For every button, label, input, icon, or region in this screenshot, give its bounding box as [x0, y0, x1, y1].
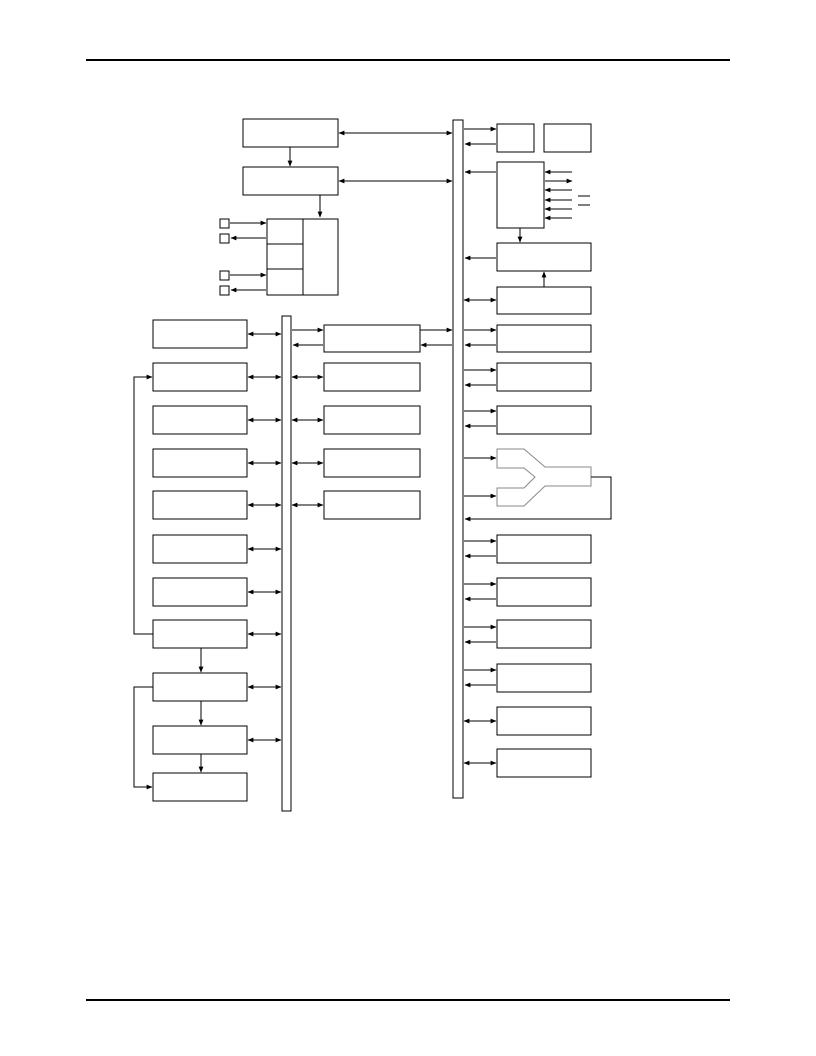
left-block	[152, 577, 248, 607]
middle-block	[323, 405, 421, 435]
left-block	[152, 772, 248, 802]
right-block	[496, 405, 592, 435]
middle-block	[323, 448, 421, 478]
right-block	[496, 362, 592, 392]
main-bus	[452, 119, 464, 799]
left-block	[152, 319, 248, 349]
right-block	[496, 663, 592, 693]
left-block	[152, 490, 248, 520]
right-block	[496, 242, 592, 272]
peripheral-bus	[281, 315, 292, 812]
right-block	[496, 324, 592, 353]
right-small-block	[543, 123, 592, 153]
middle-block	[323, 490, 421, 520]
pin	[219, 285, 230, 296]
right-block	[496, 619, 592, 649]
split-block	[266, 218, 339, 296]
left-loop-link	[133, 374, 153, 635]
right-block	[496, 577, 592, 607]
right-block	[496, 286, 592, 315]
left-block	[152, 448, 248, 478]
right-block	[496, 706, 592, 736]
comparator-shape	[496, 448, 592, 507]
right-block	[496, 534, 592, 564]
left-block	[152, 362, 248, 392]
comparator-feedback-link	[464, 476, 612, 522]
top-block-1	[242, 118, 339, 148]
right-small-block	[496, 123, 535, 153]
left-block	[152, 534, 248, 564]
left-block	[152, 405, 248, 435]
left-block	[152, 725, 248, 755]
left-block	[152, 619, 248, 649]
left-loop-link	[133, 686, 153, 790]
top-block-2	[242, 166, 339, 196]
right-block	[496, 748, 592, 778]
pin	[219, 233, 230, 244]
left-block	[152, 672, 248, 702]
bridge-block	[323, 324, 421, 353]
right-tall-block	[496, 161, 545, 229]
pin	[219, 270, 230, 281]
middle-block	[323, 362, 421, 392]
pin	[219, 218, 230, 229]
